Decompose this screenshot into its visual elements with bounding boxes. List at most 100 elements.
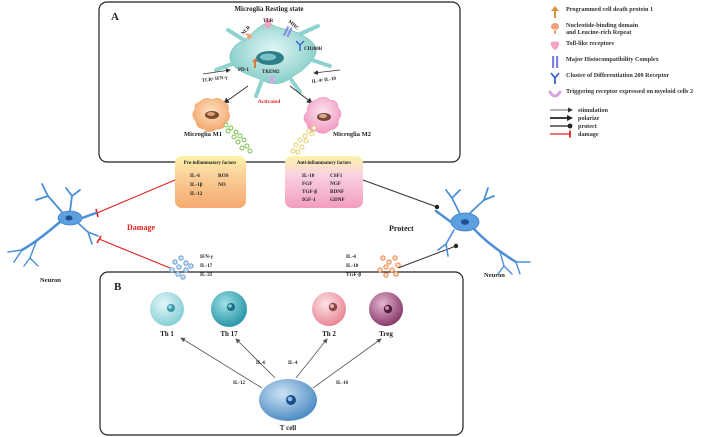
tlr-label: TLR [263, 19, 274, 24]
edge-label: IL-6 [256, 361, 266, 366]
t-right-cytokine: IL-4 [346, 254, 356, 260]
legend-item: Toll-like receptors [548, 40, 702, 52]
left-signal-label: TLR• IFN-γ [202, 75, 229, 84]
legend-item: Programmed cell death protein 1 [548, 6, 702, 18]
legend: Programmed cell death protein 1 Nucleoti… [548, 6, 702, 138]
anti-title: Anti-inflammatory factors [297, 161, 351, 166]
pro-factor: IL-6 [190, 173, 200, 179]
trem2-receptor-icon [269, 76, 275, 84]
key-protect: protect [548, 122, 702, 130]
anti-factor: BDNF [330, 189, 344, 195]
t-left-cytokine: IL-17 [200, 263, 213, 269]
neuron-right-label: Neuron [484, 272, 505, 279]
edge-label: IL-4 [288, 361, 298, 366]
resting-microglia [214, 18, 332, 98]
th1-cell [150, 292, 184, 326]
right-signal-label: IL-4• IL-10 [312, 77, 337, 85]
t-left-cytokine: IL-21 [200, 272, 213, 278]
il12-arrow [180, 337, 263, 389]
key-polarize: polarize [548, 114, 702, 122]
m2-label: Microglia M2 [333, 131, 371, 138]
il10-arrow [312, 338, 382, 389]
anti-factor: FGF [302, 181, 312, 187]
anti-factor: NGF [330, 181, 341, 187]
key-stimulation: stimulation [548, 106, 702, 114]
tlr-icon [550, 41, 560, 50]
edge-label: IL-12 [233, 381, 245, 386]
cd200r-receptor-icon [295, 40, 305, 51]
pro-factor: NO [218, 182, 226, 188]
m1-label: Microglia M1 [184, 131, 222, 138]
pro-factor: ROS [218, 173, 229, 179]
panel-b-box [99, 271, 464, 436]
cd200r-label: CD200R [304, 47, 323, 52]
legend-item: Nucleotide-binding domain and Leucine-ri… [548, 22, 702, 36]
right-stimulation-arrow [313, 69, 341, 75]
il6-arrow [235, 338, 276, 379]
th17-cell [211, 291, 247, 327]
polarize-m2-arrow [289, 85, 313, 104]
right-neuron [434, 187, 531, 275]
cell-label: Treg [379, 330, 393, 338]
polarize-arrow-icon [550, 115, 573, 121]
nlr-receptor-icon [244, 33, 252, 40]
right-cytokine-cluster [377, 255, 401, 278]
protect-line-icon [550, 123, 573, 129]
pd1-icon [551, 6, 559, 18]
key-damage: damage [548, 130, 702, 138]
cell-label: Th 1 [160, 330, 174, 338]
pd1-receptor-icon [252, 58, 258, 68]
t-right-cytokine: IL-10 [346, 263, 359, 269]
anti-factor: CSF1 [330, 173, 343, 179]
t-left-cytokine: IFN-γ [200, 254, 214, 260]
damage-line-m1 [96, 179, 176, 214]
t-cell [259, 379, 317, 421]
panel-a-letter: A [111, 11, 119, 23]
legend-item: Cluster of Differentiation 200 Receptor [548, 72, 702, 84]
resting-title: Microglia Resting state [234, 5, 303, 13]
activated-label: Activated [258, 99, 281, 105]
left-cytokine-cluster [169, 255, 194, 280]
microglia-m1 [192, 98, 253, 154]
th2-cell [312, 292, 346, 326]
protect-line-m2 [362, 179, 438, 208]
mhc-label: MHC [287, 20, 300, 32]
anti-factor: IL-10 [302, 173, 315, 179]
anti-factor: GDNF [330, 197, 345, 203]
treg-cell [369, 292, 403, 326]
nlr-label: NLR [241, 25, 252, 36]
cell-label: Th 2 [322, 330, 336, 338]
trem2-label: TREM2 [262, 70, 280, 75]
pd1-label: PD-1 [238, 68, 249, 73]
damage-line-tcell [98, 238, 171, 269]
neuron-left-label: Neuron [40, 277, 61, 284]
pro-title: Pro-inflammatory factors [184, 161, 237, 166]
cd200r-icon [550, 72, 560, 84]
anti-factor: TGF-β [302, 189, 317, 195]
il4-arrow [295, 338, 328, 379]
damage-line-icon [550, 130, 571, 138]
panel-b-letter: B [114, 281, 122, 293]
damage-label: Damage [127, 223, 155, 232]
anti-inflammatory-box: Anti-inflammatory factors IL-10 FGF TGF-… [285, 156, 363, 208]
t-right-cytokine: TGF-β [346, 272, 361, 278]
pro-factor: IL-12 [190, 191, 203, 197]
cell-label: Th 17 [220, 330, 238, 338]
trem2-icon [548, 90, 562, 98]
mhc-icon [552, 56, 559, 68]
mhc-receptor-icon [282, 26, 290, 37]
legend-item: Major Histocompatibility Complex [548, 56, 702, 68]
legend-item: Triggering receptor expressed on myeloid… [548, 88, 702, 100]
left-stimulation-arrow [202, 68, 231, 75]
panel-a-box [98, 1, 461, 163]
t-cell-label: T cell [280, 424, 296, 432]
nlr-icon [551, 23, 559, 34]
pro-inflammatory-box: Pro-inflammatory factors IL-6 IL-1β IL-1… [175, 156, 246, 208]
microglia-m2 [290, 96, 342, 155]
tlr-receptor-icon [264, 18, 272, 28]
edge-label: IL-10 [336, 381, 348, 386]
anti-factor: IGF-1 [302, 197, 316, 203]
pro-factor: IL-1β [190, 182, 203, 188]
protect-label: Protect [389, 224, 414, 233]
stimulation-arrow-icon [550, 107, 573, 113]
